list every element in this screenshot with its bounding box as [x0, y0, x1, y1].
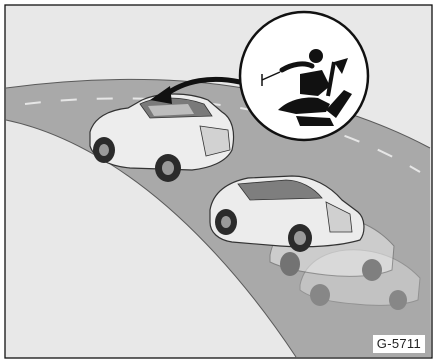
callout-circle	[240, 12, 368, 140]
figure-code: G-5711	[373, 335, 425, 353]
